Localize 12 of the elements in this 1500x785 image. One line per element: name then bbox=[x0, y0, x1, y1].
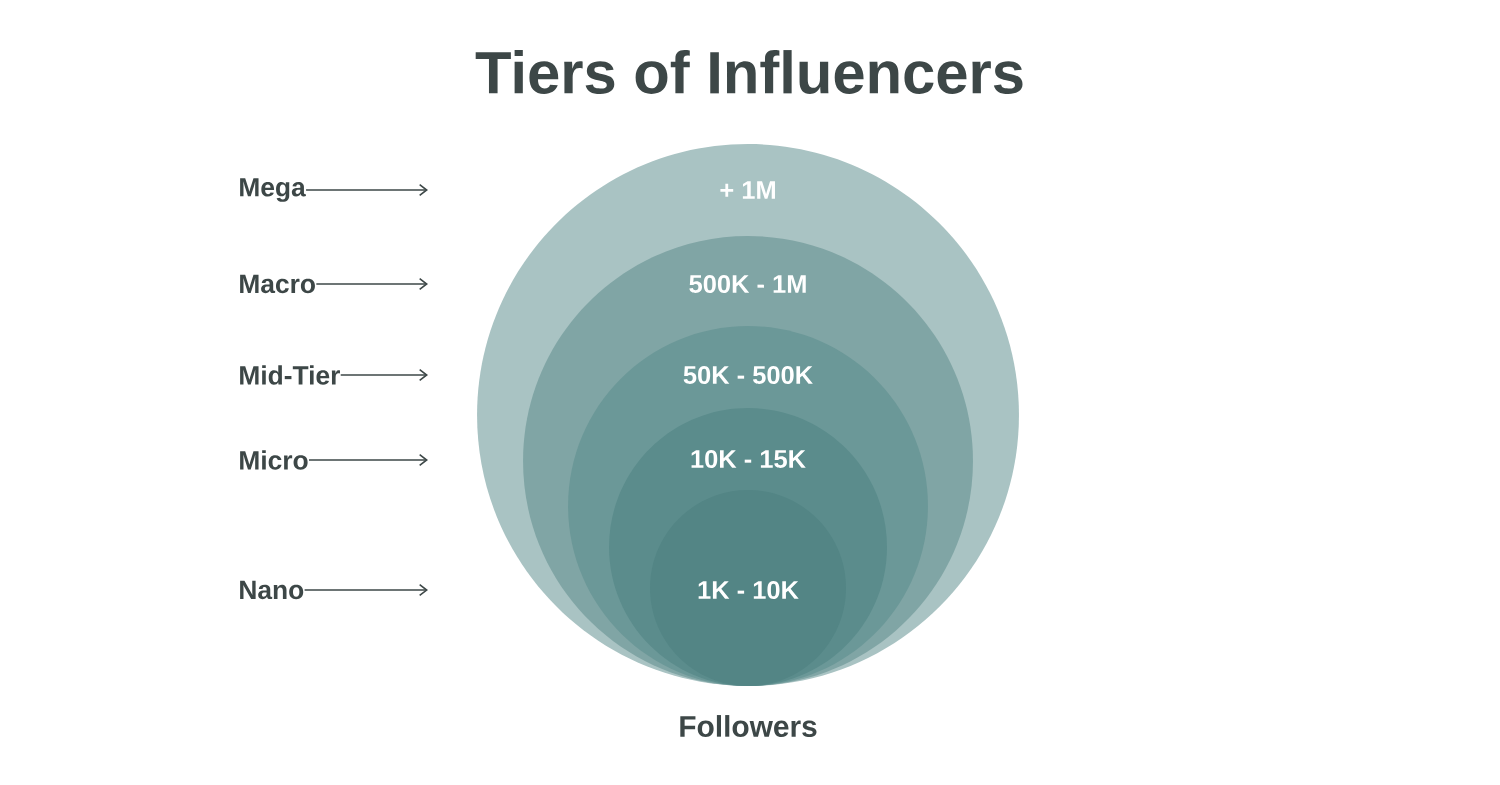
axis-caption: Followers bbox=[680, 715, 817, 737]
arrow bbox=[305, 183, 428, 197]
arrow bbox=[303, 583, 428, 597]
title: Tiers of Influencers bbox=[475, 50, 1023, 94]
tier-name: Nano bbox=[240, 580, 304, 600]
tier-name: Macro bbox=[240, 274, 315, 294]
tier-name: Micro bbox=[240, 450, 308, 470]
arrow bbox=[308, 453, 428, 467]
tier-name: Mega bbox=[240, 178, 306, 202]
arrow bbox=[339, 368, 428, 382]
arrow bbox=[315, 277, 428, 291]
tier-name: Mid-Tier bbox=[240, 365, 340, 385]
